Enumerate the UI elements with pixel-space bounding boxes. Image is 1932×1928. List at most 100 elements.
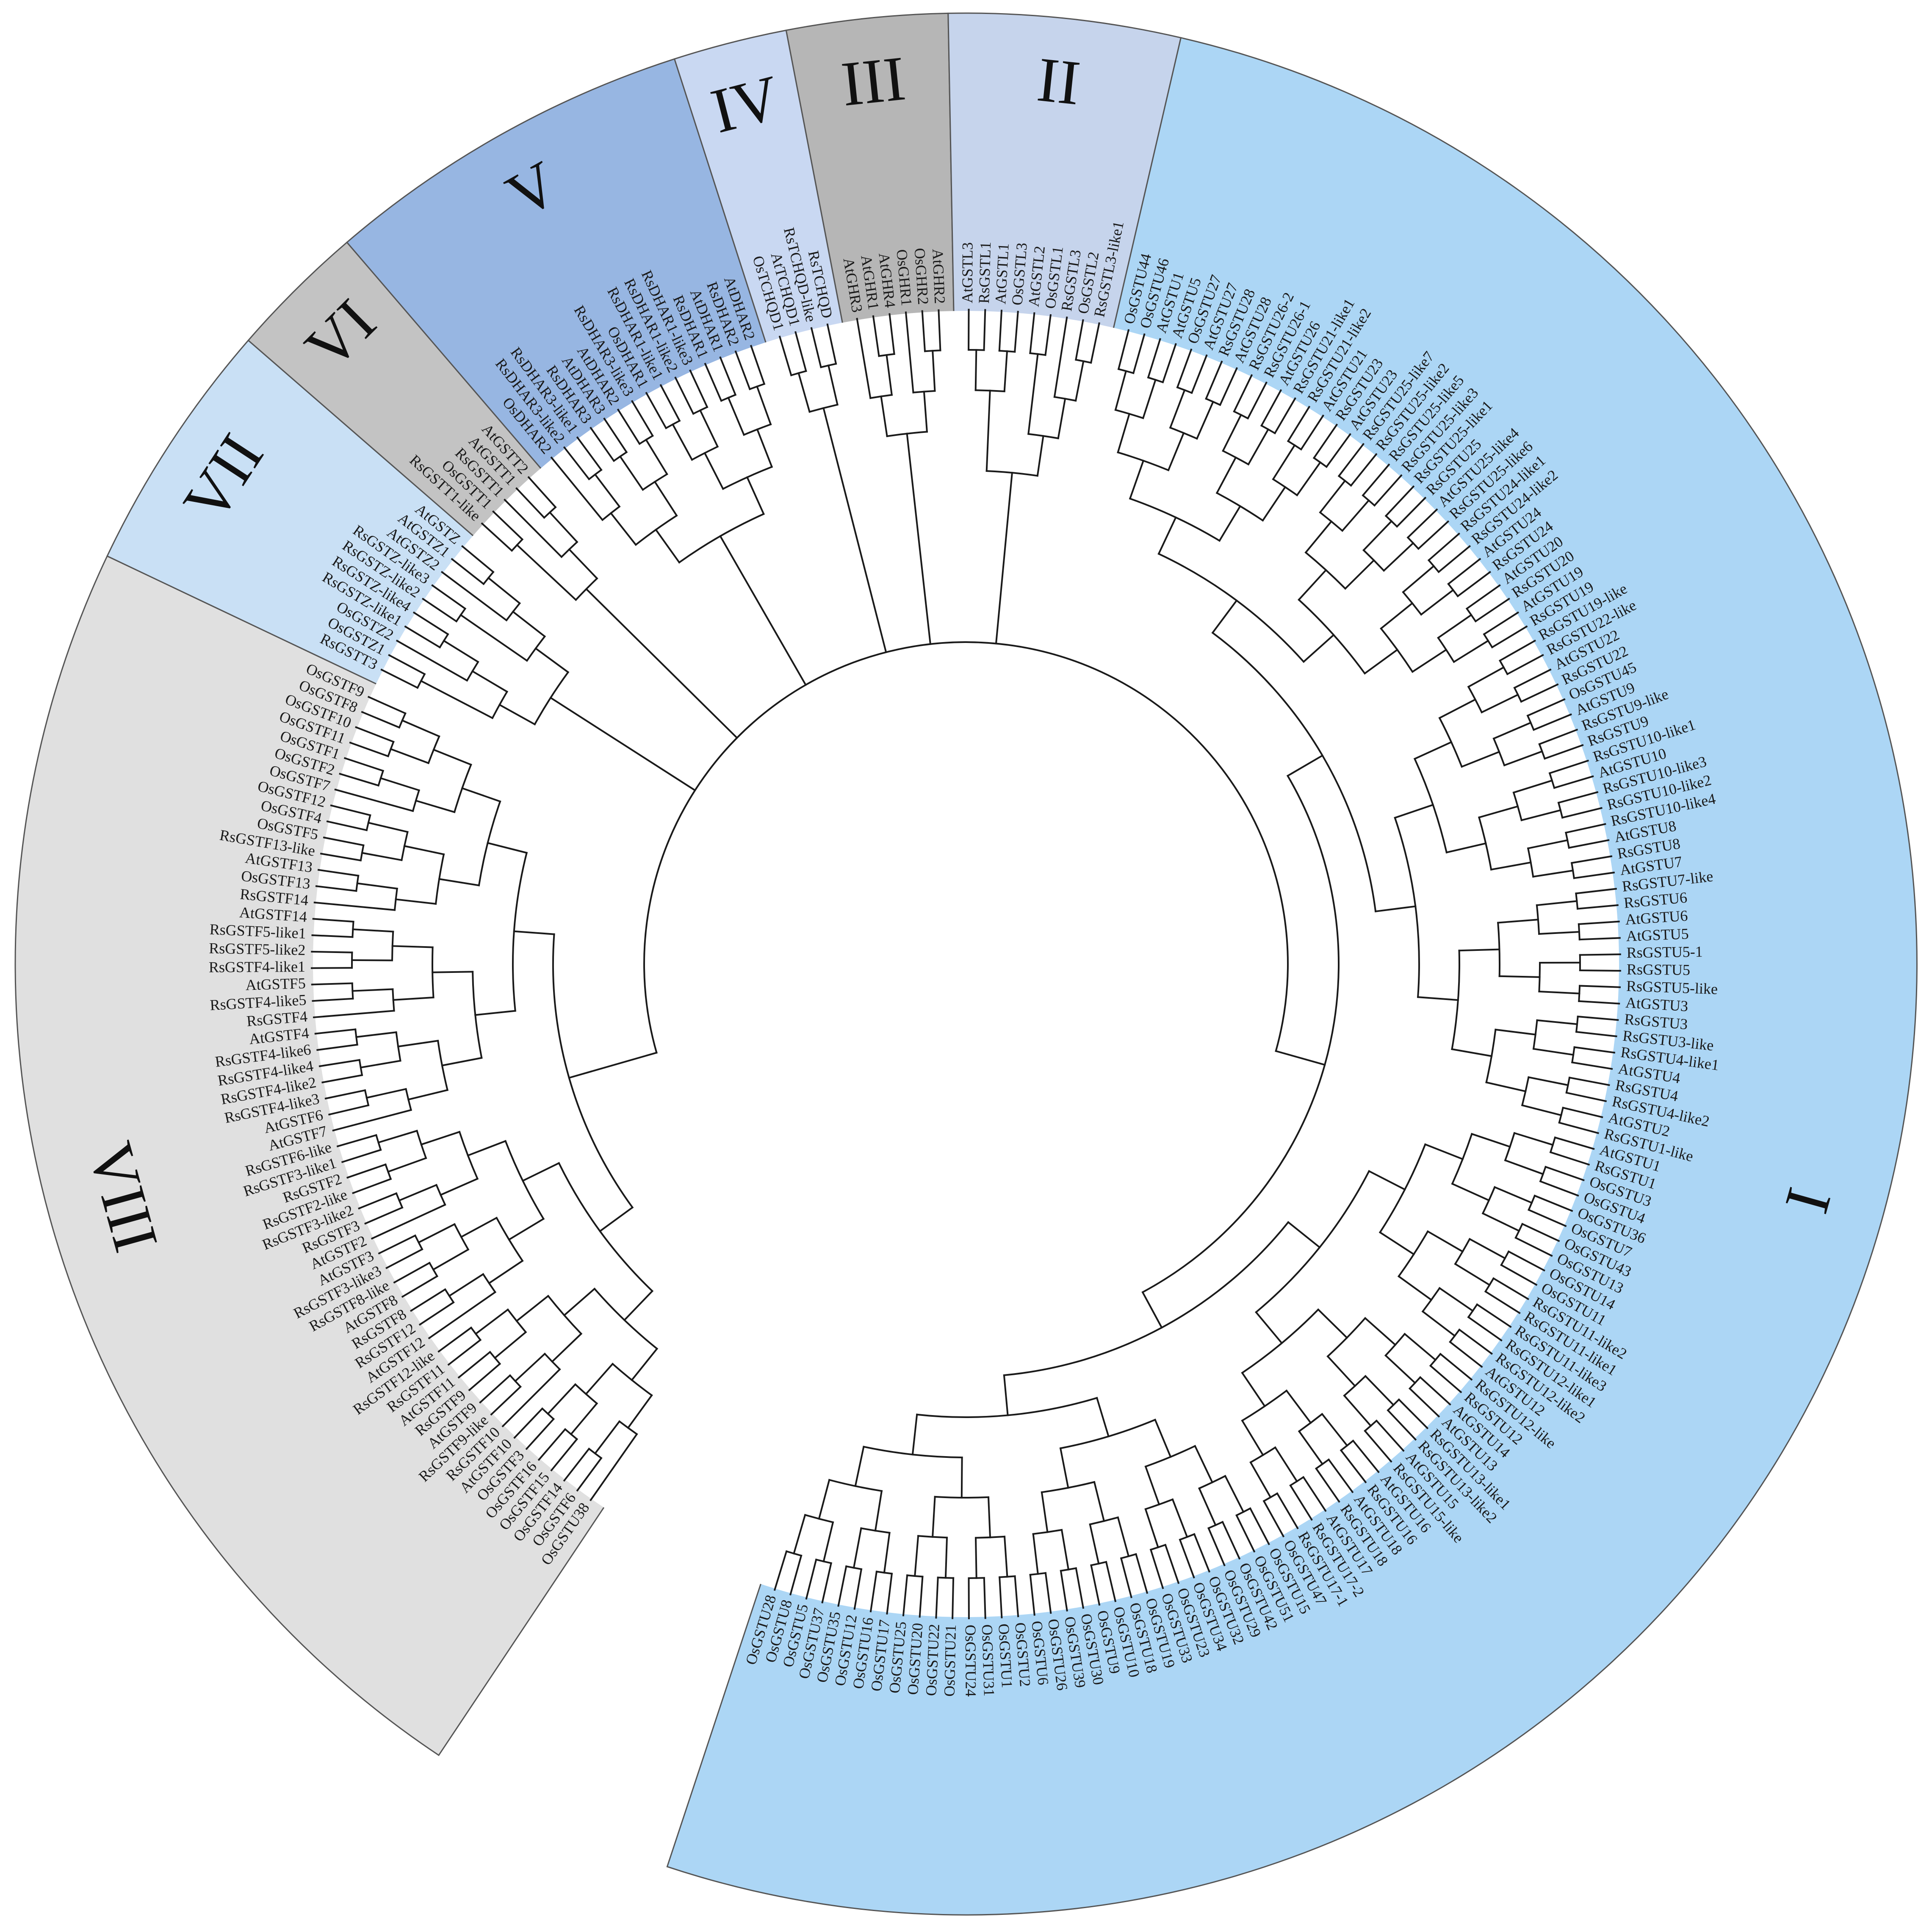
leaf-label: AtGHR2 bbox=[929, 249, 948, 305]
clade-v-branch bbox=[590, 427, 615, 462]
clade-i-branch bbox=[1362, 520, 1393, 551]
clade-viii-branch bbox=[395, 898, 437, 905]
clade-i-branch bbox=[1325, 433, 1351, 468]
clade-vi-branch bbox=[492, 510, 524, 541]
clade-i-branch bbox=[931, 1496, 936, 1538]
clade-viii-branch bbox=[316, 1044, 358, 1051]
clade-viii-branch bbox=[311, 982, 353, 986]
clade-i-branch bbox=[1096, 1396, 1110, 1438]
clade-iv-branch bbox=[778, 335, 792, 377]
clade-viii-branch bbox=[623, 1290, 654, 1321]
clade-i-branch bbox=[1528, 1208, 1567, 1227]
clade-v-branch bbox=[576, 436, 603, 471]
clade-viii-branch bbox=[379, 777, 421, 792]
clade-i-branch bbox=[1144, 1465, 1160, 1506]
clade-i-branch bbox=[1481, 693, 1519, 714]
clade-i-branch bbox=[1222, 413, 1243, 452]
clade-i-branch bbox=[1533, 1194, 1573, 1212]
clade-i-branch bbox=[1171, 1498, 1188, 1538]
clade-i-branch bbox=[1498, 640, 1536, 662]
clade-v-leaf-labels: OsDHAR2RsDHAR3-like2RsDHAR3-like1RsDHAR3… bbox=[492, 268, 758, 457]
clade-i-branch bbox=[1573, 1046, 1616, 1054]
clade-i-branch bbox=[1255, 1311, 1283, 1344]
clade-v-branch bbox=[653, 480, 678, 517]
clade-i-branch bbox=[1565, 823, 1606, 834]
clade-i-branch bbox=[1190, 354, 1208, 394]
clade-viii-branch bbox=[390, 748, 430, 765]
clade-i-branch bbox=[837, 1565, 847, 1607]
clade-i-branch bbox=[1120, 1557, 1132, 1598]
clade-i-branch bbox=[987, 1496, 991, 1538]
leaf-label: RsGSTU5-like bbox=[1626, 978, 1718, 998]
clade-v-branch bbox=[699, 409, 719, 448]
clade-i-branch bbox=[818, 1479, 830, 1520]
clade-viii-branch bbox=[321, 1074, 363, 1083]
clade-i-branch bbox=[1218, 505, 1242, 542]
clade-i-branch bbox=[1164, 1543, 1180, 1584]
clade-i-branch bbox=[1364, 1375, 1395, 1406]
clade-i-branch bbox=[1571, 1061, 1613, 1070]
clade-ii-subtree bbox=[968, 308, 1100, 477]
clade-ii-branch bbox=[985, 390, 991, 472]
clade-viii-branch bbox=[460, 1216, 498, 1238]
clade-i-branch bbox=[1461, 751, 1500, 768]
clade-i-branch bbox=[1493, 1186, 1533, 1204]
clade-i-branch bbox=[1413, 741, 1453, 760]
clade-viii-branch bbox=[598, 1206, 634, 1233]
clade-v-branch bbox=[659, 384, 681, 422]
clade-i-branch bbox=[853, 1568, 863, 1610]
clade-i-branch bbox=[1249, 1507, 1270, 1546]
clade-i-branch bbox=[1543, 744, 1584, 760]
root-branch bbox=[568, 1051, 658, 1079]
clade-i-branch bbox=[1532, 1048, 1575, 1056]
clade-i-branch bbox=[1337, 443, 1365, 477]
clade-i-branch bbox=[1481, 1212, 1520, 1232]
clade-i-branch bbox=[1500, 1263, 1538, 1286]
clade-vii-branch bbox=[471, 670, 509, 693]
clade-i-branch bbox=[1029, 1573, 1035, 1616]
clade-i-branch bbox=[789, 1554, 803, 1596]
clade-i-branch bbox=[1272, 444, 1296, 481]
clade-viii-branch bbox=[432, 748, 472, 766]
clade-i-branch bbox=[1548, 759, 1589, 775]
clade-i-branch bbox=[1538, 729, 1578, 745]
leaf-label: OsGSTU24 bbox=[962, 1625, 980, 1697]
clade-i-branch bbox=[1286, 754, 1324, 777]
clade-viii-branch bbox=[537, 1428, 567, 1461]
clade-iii-branch bbox=[921, 310, 926, 352]
clade-i-branch bbox=[1484, 1290, 1521, 1314]
clade-i-branch bbox=[1352, 1439, 1380, 1474]
clade-i-branch bbox=[1089, 1523, 1100, 1565]
clade-vii-branch bbox=[487, 576, 521, 605]
root-backbone bbox=[549, 407, 1326, 1079]
clade-i-branch bbox=[1427, 532, 1460, 562]
clade-viii-branch bbox=[313, 1010, 395, 1019]
clade-i-branch bbox=[1465, 584, 1501, 610]
clade-v-branch bbox=[756, 428, 773, 468]
clade-i-branch bbox=[1512, 779, 1553, 794]
root-branch bbox=[822, 407, 887, 654]
clade-i-branch bbox=[1419, 1376, 1451, 1406]
clade-i-branch bbox=[1014, 1575, 1019, 1618]
clade-viii-branch bbox=[377, 1130, 418, 1144]
clade-i-branch bbox=[1384, 1354, 1417, 1384]
clade-vi-branch bbox=[504, 499, 563, 558]
clade-i-branch bbox=[1447, 558, 1481, 585]
clade-viii-branch bbox=[361, 711, 401, 729]
clade-i-branch bbox=[1532, 870, 1574, 878]
clade-viii-branch bbox=[407, 1089, 449, 1101]
clade-viii-branch bbox=[521, 1162, 560, 1182]
clade-vii-branch bbox=[498, 704, 536, 726]
clade-i-branch bbox=[1343, 1394, 1372, 1427]
clade-vii-subtree bbox=[380, 545, 570, 726]
clade-viii-branch bbox=[311, 934, 354, 938]
clade-i-branch bbox=[1154, 1418, 1172, 1458]
clade-i-branch bbox=[1274, 1446, 1298, 1483]
clade-i-branch bbox=[1132, 333, 1146, 374]
clade-viii-branch bbox=[590, 1433, 638, 1501]
clade-i-branch bbox=[1478, 805, 1519, 819]
leaf-label: RsGSTU5 bbox=[1627, 961, 1690, 978]
clade-viii-subtree bbox=[310, 695, 659, 1501]
clade-i-branch bbox=[1032, 1533, 1039, 1575]
clade-i-branch bbox=[1468, 1238, 1506, 1260]
